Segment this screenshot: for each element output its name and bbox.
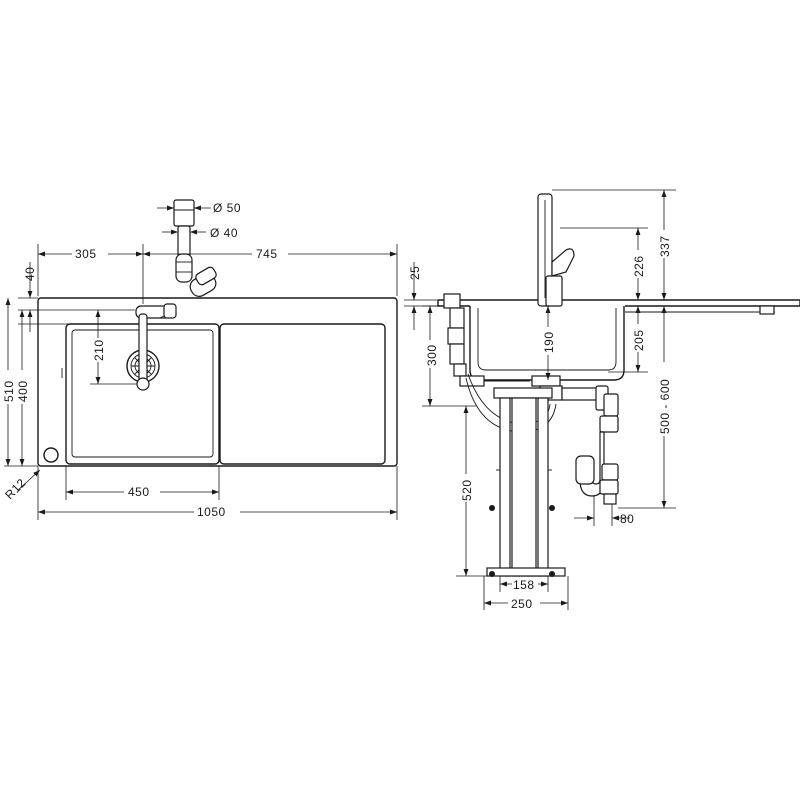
dim-overall-width: 1050 [197,505,226,519]
sink-outline [37,297,398,467]
dim-corner-radius: R12 [2,476,29,503]
dim-siphon-depth: 205 [632,329,646,351]
dim-tap-height-above-rim: 226 [632,255,646,277]
dim-frame-height: 520 [460,479,474,501]
dim-pipe-outer: Ø 50 [213,201,241,215]
dim-frame-inner-width: 158 [513,578,535,592]
dim-bowl-width: 450 [128,485,150,499]
dim-bowl-depth: 400 [16,380,30,402]
dim-overall-tap-height: 337 [658,235,672,257]
dim-cabinet-depth: 300 [425,344,439,366]
dim-bowl-depth-side: 190 [542,331,556,353]
dim-overall-depth: 510 [2,380,16,402]
waste-trap-icon [173,199,217,297]
kitchen-tap-icon [537,193,575,307]
dim-drainboard-width: 745 [256,247,278,261]
dim-frame-outer-width: 250 [511,597,533,611]
dim-bowl-offset: 305 [75,247,97,261]
overflow-hole [43,447,59,463]
drainboard-outline [219,323,386,465]
side-view: 25 300 520 190 226 205 337 [404,189,800,611]
dim-rim-height: 25 [408,266,422,280]
drain-trap-icon [531,375,619,505]
dim-tap-reach: 210 [92,339,106,361]
support-frame [486,387,566,577]
dim-worktop-height-range: 500 - 600 [658,379,672,434]
dim-pipe-inner: Ø 40 [210,226,238,240]
dim-siphon-width: 80 [620,512,634,526]
dim-front-margin: 40 [23,267,37,281]
tap-spout-icon [135,303,177,391]
plan-view: Ø 50 Ø 40 305 745 40 510 400 [1,199,398,520]
